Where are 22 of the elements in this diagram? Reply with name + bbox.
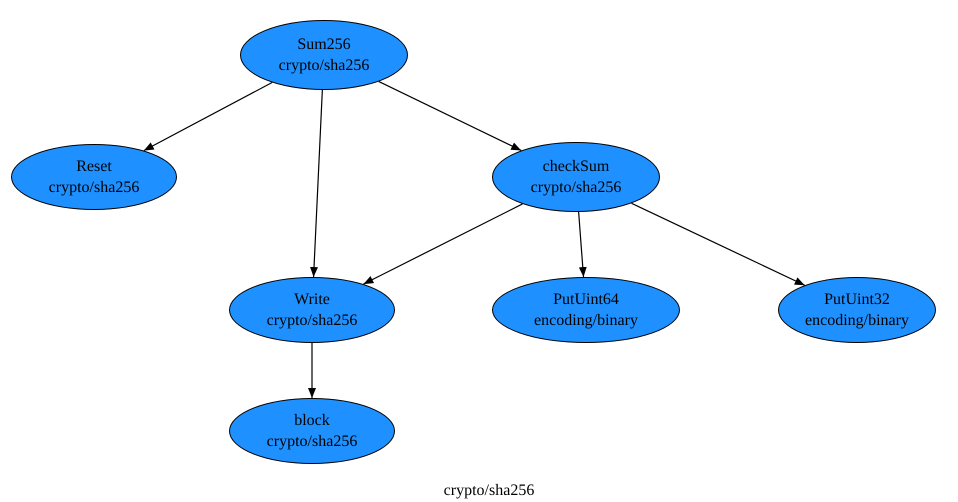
- function-name: Write: [294, 290, 330, 310]
- function-name: block: [294, 411, 330, 431]
- arrow: [631, 202, 805, 286]
- caption: crypto/sha256: [442, 481, 536, 501]
- arrow: [378, 80, 522, 152]
- function-name: PutUint32: [824, 290, 890, 310]
- package-path: encoding/binary: [534, 311, 638, 331]
- package-path: crypto/sha256: [266, 432, 358, 452]
- package-path: crypto/sha256: [278, 56, 370, 76]
- arrow: [363, 203, 523, 285]
- arrow: [310, 90, 323, 278]
- arrow: [144, 82, 272, 152]
- function-name: checkSum: [542, 157, 610, 177]
- arrow: [578, 212, 587, 278]
- package-path: crypto/sha256: [48, 178, 140, 198]
- function-name: PutUint64: [553, 290, 619, 310]
- arrow: [308, 343, 316, 398]
- function-name: Sum256: [297, 35, 351, 55]
- package-path: crypto/sha256: [266, 311, 358, 331]
- package-path: encoding/binary: [805, 311, 909, 331]
- package-path: crypto/sha256: [530, 178, 622, 198]
- function-name: Reset: [76, 157, 112, 177]
